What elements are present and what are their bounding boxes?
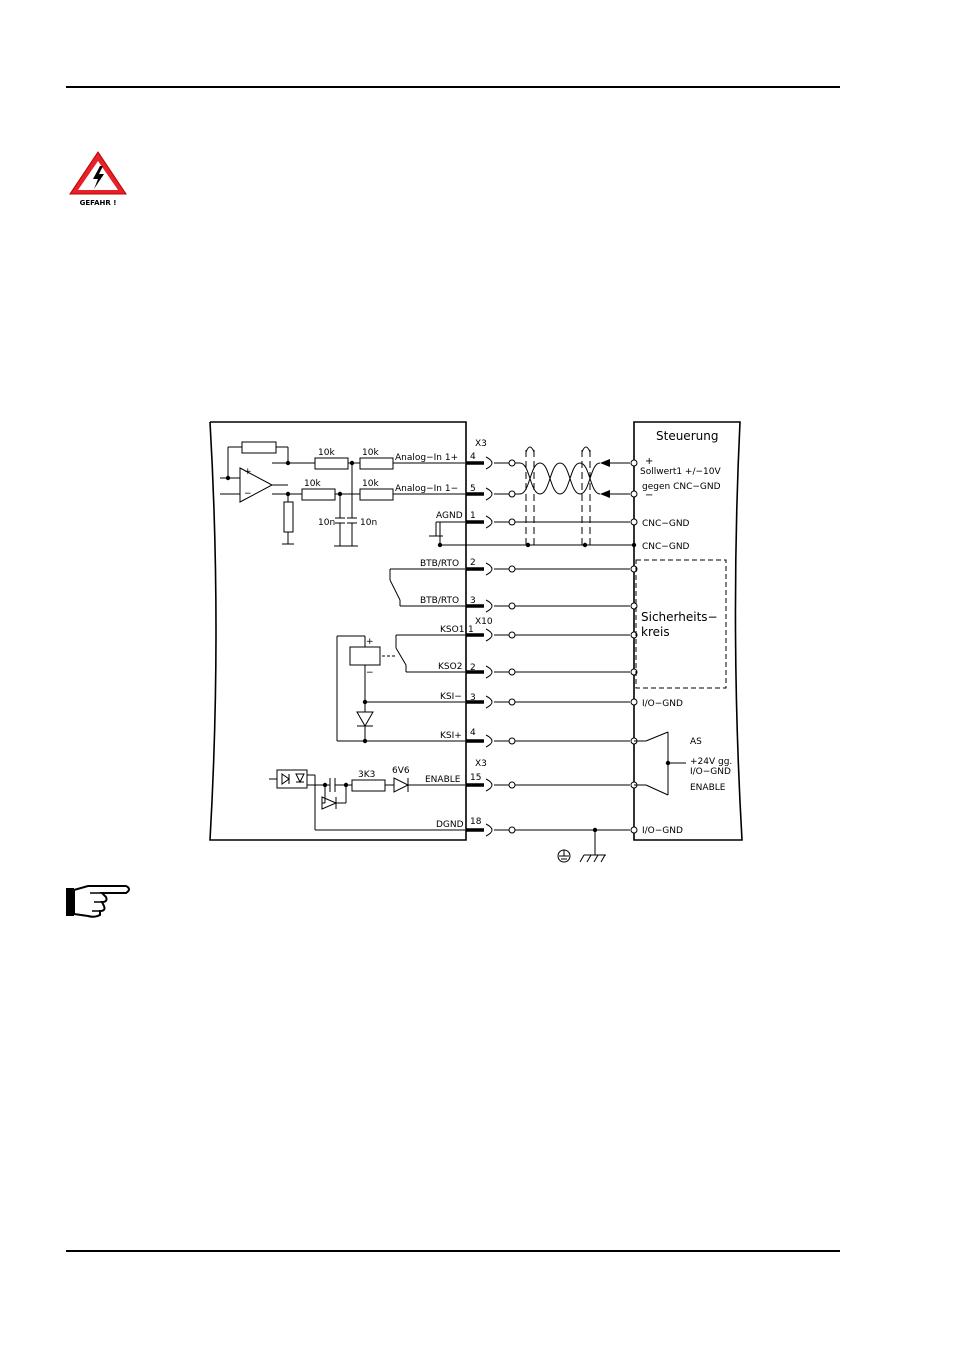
sig-btb2: BTB/RTO (420, 596, 459, 606)
pin-terminal (508, 781, 516, 789)
lightning-warning-icon: GEFAHR ! (69, 151, 127, 207)
sig-agnd: AGND (436, 511, 463, 521)
pin-socket (485, 823, 493, 837)
r2-label: 10k (362, 448, 379, 458)
feedback-resistor (241, 441, 277, 454)
sig-ksi-pos: KSI+ (440, 731, 462, 741)
connector-x3: X3 (475, 439, 487, 449)
opamp-minus: − (244, 489, 252, 499)
pin-terminal (508, 459, 516, 467)
relay-minus: − (366, 668, 374, 678)
footer-rule (66, 1250, 840, 1252)
pin-1: 1 (470, 511, 476, 521)
connector-x3-enable: X3 (475, 759, 487, 769)
opamp-plus: + (244, 467, 252, 477)
sig-ksi-neg: KSI− (440, 692, 462, 702)
twisted-pair (519, 462, 601, 495)
pin-socket (485, 695, 493, 709)
ctrl-sicherheits: Sicherheits− (641, 610, 718, 624)
ctrl-gegen: gegen CNC−GND (642, 482, 721, 492)
relay-coil (349, 646, 381, 666)
pin-5: 5 (470, 484, 476, 494)
ctrl-cnc-gnd-2: CNC−GND (642, 542, 690, 552)
pin-socket (485, 628, 493, 642)
ctrl-as: AS (690, 737, 702, 747)
sig-enable: ENABLE (425, 775, 461, 785)
pin-socket (485, 599, 493, 613)
pin-socket (485, 487, 493, 501)
controller-terminal (630, 698, 638, 706)
header-rule (66, 86, 840, 88)
sig-kso1: KSO1 (440, 625, 464, 635)
pin-2: 2 (470, 558, 476, 568)
pin-terminal (508, 631, 516, 639)
pin-socket (485, 562, 493, 576)
r1-label: 10k (318, 448, 335, 458)
ctrl-io-gnd-1: I/O−GND (642, 699, 683, 709)
ctrl-24v: +24V gg. (690, 757, 732, 767)
warning-caption: GEFAHR ! (80, 199, 117, 207)
controller-box (633, 421, 743, 841)
r4-label: 10k (362, 479, 379, 489)
controller-title: Steuerung (656, 429, 718, 443)
c2-label: 10n (360, 518, 377, 528)
ctrl-minus: − (645, 490, 653, 501)
controller-terminal (630, 459, 638, 467)
controller-terminal (630, 518, 638, 526)
pin-terminal (508, 698, 516, 706)
pin-x10-2: 2 (470, 663, 476, 673)
pin-3: 3 (470, 596, 476, 606)
sig-ain-neg: Analog−In 1− (395, 484, 458, 494)
pin-x10-4: 4 (470, 728, 476, 738)
ctrl-io-gnd-2: I/O−GND (642, 826, 683, 836)
pin-socket (485, 778, 493, 792)
pin-socket (485, 665, 493, 679)
ctrl-sollwert: Sollwert1 +/−10V (640, 467, 722, 477)
connector-x10: X10 (475, 617, 493, 627)
pin-terminal (508, 826, 516, 834)
pin-15: 15 (470, 773, 481, 783)
pin-terminal (508, 737, 516, 745)
ctrl-plus: + (645, 456, 653, 467)
opamp-symbol (239, 467, 274, 503)
pin-socket (485, 456, 493, 470)
protection-diode (321, 796, 338, 810)
sig-ain-pos: Analog−In 1+ (395, 453, 458, 463)
ctrl-cnc-gnd-1: CNC−GND (642, 519, 690, 529)
r-3k3-label: 3K3 (358, 770, 375, 780)
pin-socket (485, 515, 493, 529)
wiring-schematic: + − 10k 10k Analog−In 1+ 10k 10k Analog−… (209, 421, 743, 863)
freewheel-diode (356, 711, 374, 728)
pin-x10-3: 3 (470, 693, 476, 703)
r3-label: 10k (304, 479, 321, 489)
drive-box (209, 421, 467, 841)
relay-plus: + (366, 637, 374, 647)
ctrl-kreis: kreis (641, 625, 670, 639)
controller-terminal (630, 826, 638, 834)
c1-label: 10n (318, 518, 335, 528)
pin-terminal (508, 518, 516, 526)
pin-18: 18 (470, 817, 482, 827)
pin-terminal (508, 565, 516, 573)
sig-btb1: BTB/RTO (420, 559, 459, 569)
controller-terminal (630, 490, 638, 498)
pin-terminal (508, 602, 516, 610)
pin-terminal (508, 668, 516, 676)
ctrl-enable: ENABLE (690, 783, 726, 793)
z-6v6-label: 6V6 (392, 766, 410, 776)
sig-dgnd: DGND (436, 820, 464, 830)
pin-terminal (508, 490, 516, 498)
pin-x10-1: 1 (468, 625, 474, 635)
zener-diode (393, 777, 410, 793)
pin-contacts (466, 456, 638, 837)
pin-4: 4 (470, 452, 476, 462)
pointing-hand-icon (66, 885, 130, 918)
ctrl-io-gnd-b: I/O−GND (690, 767, 731, 777)
safety-circuit-box (635, 559, 727, 689)
pin-socket (485, 734, 493, 748)
sig-kso2: KSO2 (438, 662, 462, 672)
